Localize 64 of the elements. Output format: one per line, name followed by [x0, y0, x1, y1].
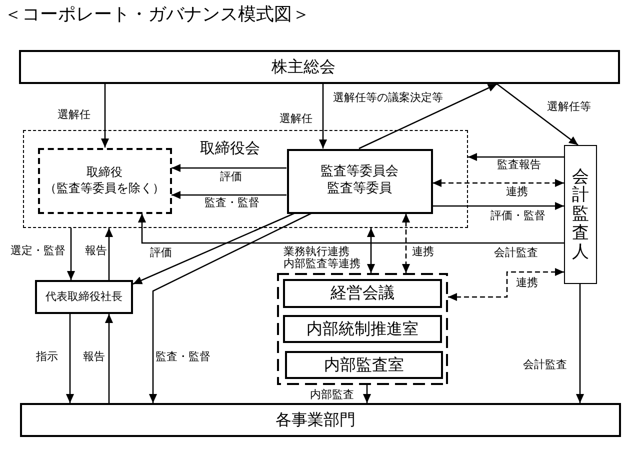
org-box	[285, 351, 443, 379]
edge-label: 業務執行連携内部監査等連携	[282, 246, 364, 270]
dashed-group-frame	[277, 273, 448, 385]
edge-label: 報告	[82, 351, 106, 363]
node-label: 経営会議	[330, 283, 394, 304]
edge-label: 会計監査	[493, 247, 539, 259]
node-label: 株主総会	[272, 56, 336, 78]
edge-label: 会計監査	[522, 359, 568, 371]
edge-label: 監査・監督	[204, 197, 260, 209]
arrow	[138, 214, 564, 244]
vertical-box	[564, 145, 597, 284]
node-label: 内部統制推進室	[306, 318, 418, 340]
org-box	[286, 148, 432, 214]
arrow	[318, 84, 328, 148]
arrow	[132, 212, 294, 285]
org-box	[35, 280, 133, 314]
edge-label: 選解任	[278, 113, 314, 125]
arrow	[496, 83, 578, 146]
dashed-double-headed-arrow	[402, 214, 410, 273]
edge-label: 評価	[219, 171, 243, 183]
arrow	[172, 190, 286, 200]
node-label: 各事業部門	[276, 410, 356, 430]
edge-label: 監査・監督	[154, 351, 212, 363]
node-label: 代表取締役社長	[46, 290, 122, 304]
edge-label: 内部監査	[309, 389, 355, 401]
arrow	[66, 314, 74, 403]
node-label: 取締役	[86, 164, 122, 180]
edge-label: 連携	[411, 246, 435, 258]
edge-label: 選解任	[56, 109, 92, 121]
dashed-double-headed-arrow	[432, 178, 564, 188]
arrow	[104, 228, 114, 280]
arrow	[432, 202, 564, 210]
arrow	[468, 152, 564, 162]
edge-label: 報告	[84, 245, 108, 257]
edge-label: 指示	[35, 351, 59, 363]
group-heading: 取締役会	[200, 139, 260, 158]
dashed-double-headed-arrow	[448, 268, 564, 302]
node-label: 内部監査室	[324, 354, 404, 376]
arrow	[66, 228, 76, 280]
arrow	[104, 314, 114, 403]
org-box	[19, 50, 620, 84]
double-headed-arrow	[366, 228, 376, 273]
edge-label: 監査報告	[496, 159, 542, 171]
node-label: 監査等委員	[327, 181, 392, 198]
org-box	[20, 403, 621, 437]
edge-label: 選定・監督	[10, 245, 66, 257]
arrow	[172, 164, 286, 172]
org-box	[283, 279, 442, 308]
node-label: （監査等委員を除く）	[44, 180, 164, 196]
dashed-box	[38, 148, 172, 214]
edge-label: 連携	[515, 277, 539, 289]
diagram-title: ＜コーポレート・ガバナンス模式図＞	[4, 4, 310, 26]
arrow	[148, 212, 312, 403]
org-box	[283, 315, 442, 343]
edge-label: 選解任等の議案決定等	[332, 92, 444, 104]
node-label: 監査等委員会	[320, 164, 398, 181]
edge-label: 連携	[505, 186, 529, 198]
arrow	[100, 84, 110, 148]
edge-label: 評価	[149, 247, 173, 259]
arrow	[576, 284, 584, 403]
edge-label: 評価・監督	[490, 210, 546, 222]
arrow	[362, 385, 372, 403]
vertical-label: 会計監査人	[572, 168, 589, 262]
edge-label: 選解任等	[546, 101, 592, 113]
